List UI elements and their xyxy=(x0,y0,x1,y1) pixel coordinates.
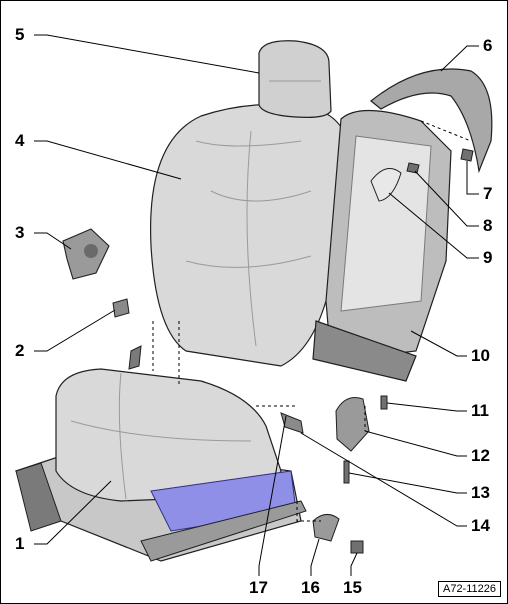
callout-1: 1 xyxy=(15,534,25,553)
callout-13: 13 xyxy=(471,483,490,502)
callout-8: 8 xyxy=(483,216,493,235)
screw-part-13 xyxy=(343,460,350,484)
callout-14: 14 xyxy=(471,516,490,535)
screw-part-7 xyxy=(460,148,474,162)
assembly-guide-lines xyxy=(152,120,472,522)
trim-part-6 xyxy=(370,68,493,174)
callout-3: 3 xyxy=(15,223,25,242)
bracket-part-9 xyxy=(370,168,402,202)
callout-16: 16 xyxy=(301,578,320,597)
callout-7: 7 xyxy=(483,184,493,203)
cover-part-3-hole xyxy=(84,244,98,258)
connector-part-14 xyxy=(280,412,304,434)
callout-6: 6 xyxy=(483,36,493,55)
callout-5: 5 xyxy=(15,25,25,44)
callout-2: 2 xyxy=(15,341,25,360)
screw-part-8 xyxy=(406,162,420,174)
seat-cushion-part-1 xyxy=(14,345,307,562)
callout-17: 17 xyxy=(249,578,268,597)
callout-12: 12 xyxy=(471,446,490,465)
callout-4: 4 xyxy=(15,131,25,150)
callout-10: 10 xyxy=(471,346,490,365)
callout-9: 9 xyxy=(483,248,493,267)
bolt-part-15 xyxy=(350,540,364,554)
leader-lines xyxy=(34,34,479,576)
callout-15: 15 xyxy=(343,578,362,597)
backrest-frame-part-10 xyxy=(312,109,452,382)
figure-reference-code: A72-11226 xyxy=(437,581,501,597)
cover-part-12 xyxy=(335,397,370,452)
headrest-part-5 xyxy=(258,40,332,118)
clip-part-11 xyxy=(380,395,388,410)
callout-11: 11 xyxy=(471,401,489,420)
bolt-part-2 xyxy=(112,298,130,318)
sensor-part-16 xyxy=(312,514,340,542)
